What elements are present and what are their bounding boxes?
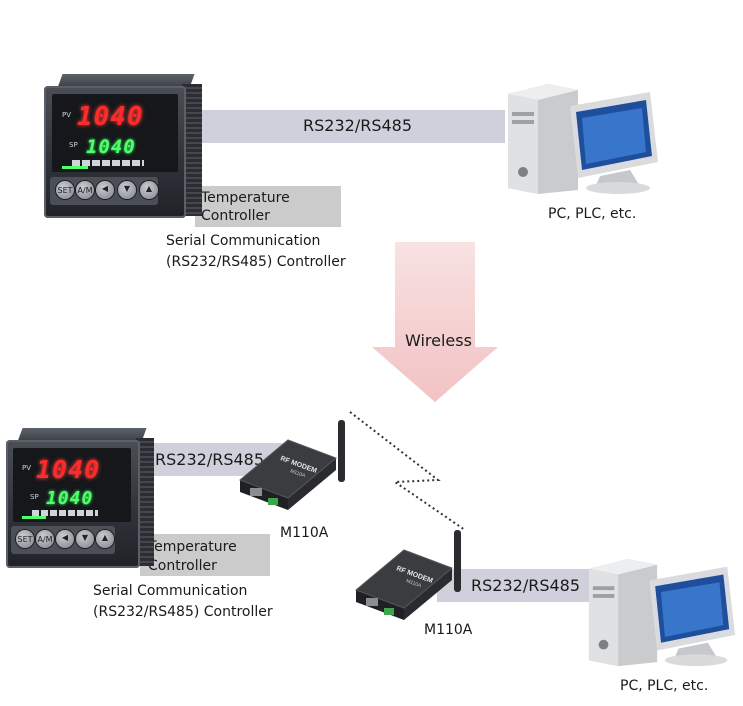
bottom-controller-caption-2: (RS232/RS485) Controller: [93, 604, 273, 620]
rf-modem-icon: RF MODEM M110A: [239, 420, 345, 510]
bottom-left-modem-label: M110A: [280, 525, 329, 541]
top-controller-caption-2: (RS232/RS485) Controller: [166, 254, 346, 270]
set-button: [56, 181, 74, 199]
desktop-pc-icon: [508, 84, 658, 194]
bottom-left-link-label: RS232/RS485: [155, 450, 265, 469]
top-link-band: [180, 110, 505, 143]
wireless-label: Wireless: [405, 331, 472, 350]
bottom-controller-caption-1: Serial Communication: [93, 583, 248, 599]
bottom-controller-label-box: [140, 534, 270, 576]
top-controller-label-box: [195, 186, 341, 227]
svg-text:M110A: M110A: [289, 468, 306, 479]
am-button: [76, 181, 94, 199]
bottom-pv-tag: PV: [22, 464, 32, 472]
top-pc-label: PC, PLC, etc.: [548, 206, 637, 222]
top-controller-caption-1: Serial Communication: [166, 233, 321, 249]
bottom-right-link-band: [437, 569, 595, 602]
temperature-controller-icon: PV 1040 SP 1040 SET A/M ◀ ▼ ▲: [4, 428, 154, 576]
sp-display: 1040: [86, 136, 136, 158]
bottom-controller-label-2: Controller: [148, 558, 217, 574]
bottom-pv-display: 1040: [36, 455, 101, 484]
pv-tag: PV: [62, 111, 72, 119]
down-arrow-icon: [372, 242, 498, 402]
bottom-controller-label-1: Temperature: [148, 539, 237, 555]
top-controller-label: Temperature Controller: [201, 190, 290, 224]
bottom-right-modem-label: M110A: [424, 622, 473, 638]
temperature-controller-icon: PV 1040 SP 1040 SET A/M ◀ ▼ ▲: [42, 74, 202, 224]
pv-display: 1040: [77, 102, 144, 132]
sp-tag: SP: [69, 141, 78, 149]
desktop-pc-icon: [588, 558, 736, 667]
bottom-sp-display: 1040: [46, 488, 94, 509]
wireless-link-icon: [349, 411, 466, 531]
bottom-right-link-label: RS232/RS485: [471, 576, 581, 595]
bottom-sp-tag: SP: [30, 493, 39, 501]
rf-modem-icon: RF MODEM M110A: [355, 530, 461, 620]
bottom-pc-label: PC, PLC, etc.: [620, 678, 709, 694]
top-link-label: RS232/RS485: [303, 116, 413, 135]
svg-text:M110A: M110A: [405, 578, 422, 589]
